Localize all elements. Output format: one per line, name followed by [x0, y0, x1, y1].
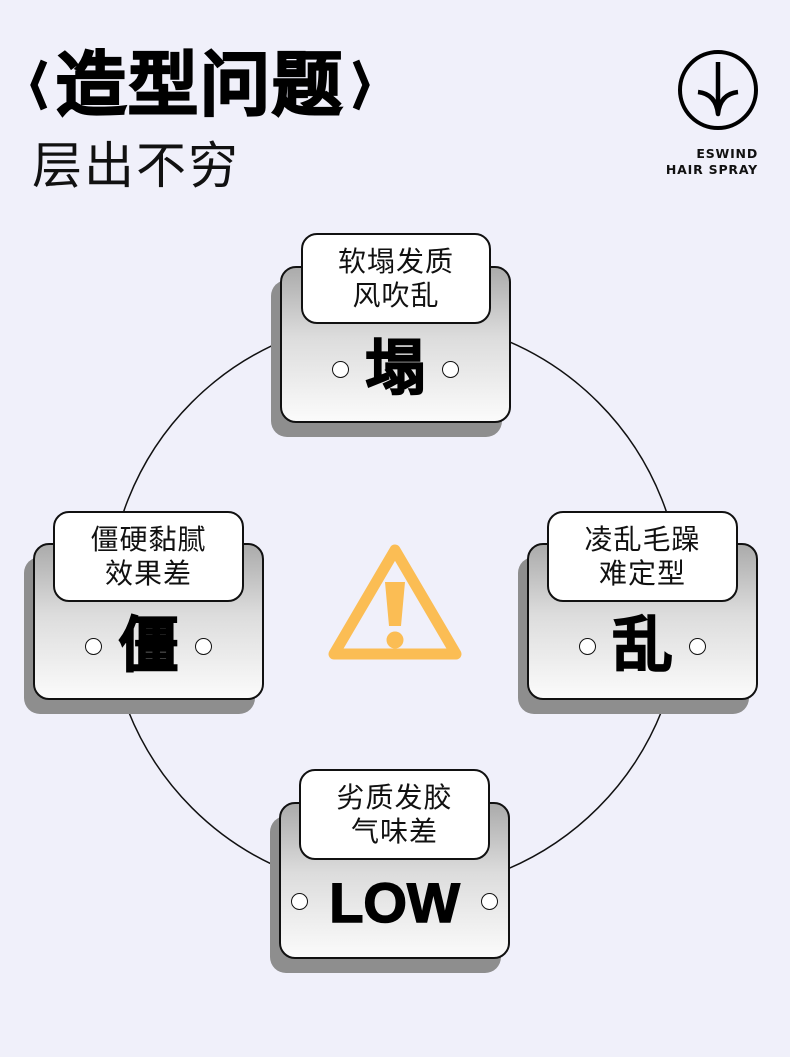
card-right: 凌乱毛躁 难定型 乱 — [518, 511, 758, 714]
brand-product: HAIR SPRAY — [665, 162, 758, 177]
circle-icon — [332, 361, 349, 378]
circle-icon — [481, 893, 498, 910]
card-big-char: 僵 — [118, 610, 180, 682]
card-label-box: 软塌发质 风吹乱 — [301, 233, 491, 324]
card-top: 软塌发质 风吹乱 塌 — [271, 233, 511, 437]
card-label-line1: 凌乱毛躁 — [584, 522, 701, 556]
card-label-line2: 风吹乱 — [352, 278, 440, 312]
header: 造型问题 层出不穷 ESWIND HAIR SPRAY — [0, 0, 790, 220]
card-big-char: 乱 — [612, 610, 674, 682]
card-label-line1: 劣质发胶 — [336, 780, 453, 814]
circle-icon — [442, 361, 459, 378]
card-label-box: 僵硬黏腻 效果差 — [53, 511, 244, 602]
page-title: 造型问题 — [55, 43, 344, 127]
card-label-line1: 软塌发质 — [337, 244, 454, 278]
page-subtitle: 层出不穷 — [32, 137, 240, 195]
circle-icon — [291, 893, 308, 910]
title-line: 造型问题 — [30, 40, 370, 130]
card-bottom: 劣质发胶 气味差 LOW — [270, 769, 510, 973]
card-left: 僵硬黏腻 效果差 僵 — [24, 511, 264, 714]
left-bracket-icon — [30, 59, 48, 111]
card-label-line2: 难定型 — [598, 556, 686, 590]
arrow-down-circle-icon — [678, 50, 758, 130]
right-bracket-icon — [352, 59, 370, 111]
circle-icon — [689, 638, 706, 655]
circle-icon — [579, 638, 596, 655]
card-label-line1: 僵硬黏腻 — [90, 522, 207, 556]
card-label-line2: 效果差 — [104, 556, 192, 590]
card-label-line2: 气味差 — [350, 814, 438, 848]
card-big-char: 塌 — [365, 333, 427, 405]
brand-name: ESWIND — [696, 146, 758, 161]
card-label-box: 凌乱毛躁 难定型 — [547, 511, 738, 602]
card-label-box: 劣质发胶 气味差 — [299, 769, 490, 860]
warning-triangle-icon — [328, 544, 462, 660]
circle-icon — [195, 638, 212, 655]
circle-icon — [85, 638, 102, 655]
card-big-char: LOW — [328, 870, 460, 935]
